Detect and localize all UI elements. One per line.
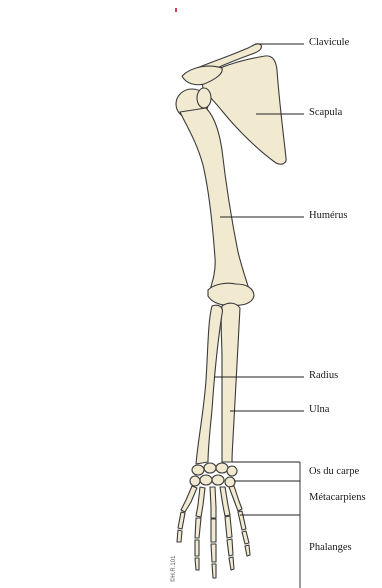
artist-credit: ©H.R.101 (171, 556, 177, 582)
label-ulna: Ulna (309, 404, 329, 416)
carpal-bones (190, 463, 237, 487)
metacarpal-bones (181, 486, 242, 518)
elbow-joint (208, 283, 254, 305)
label-radius: Radius (309, 370, 338, 382)
label-humerus: Humérus (309, 210, 348, 222)
ulna-bone (221, 303, 240, 462)
label-phalanges: Phalanges (309, 542, 352, 554)
label-clavicule: Clavicule (309, 37, 349, 49)
radius-bone (196, 305, 222, 464)
phalanx-bones (177, 511, 250, 578)
label-os-du-carpe: Os du carpe (309, 466, 359, 478)
label-metacarpiens: Métacarpiens (309, 492, 366, 504)
label-scapula: Scapula (309, 107, 342, 119)
humerus-bone (180, 108, 250, 292)
glenoid (197, 88, 211, 108)
